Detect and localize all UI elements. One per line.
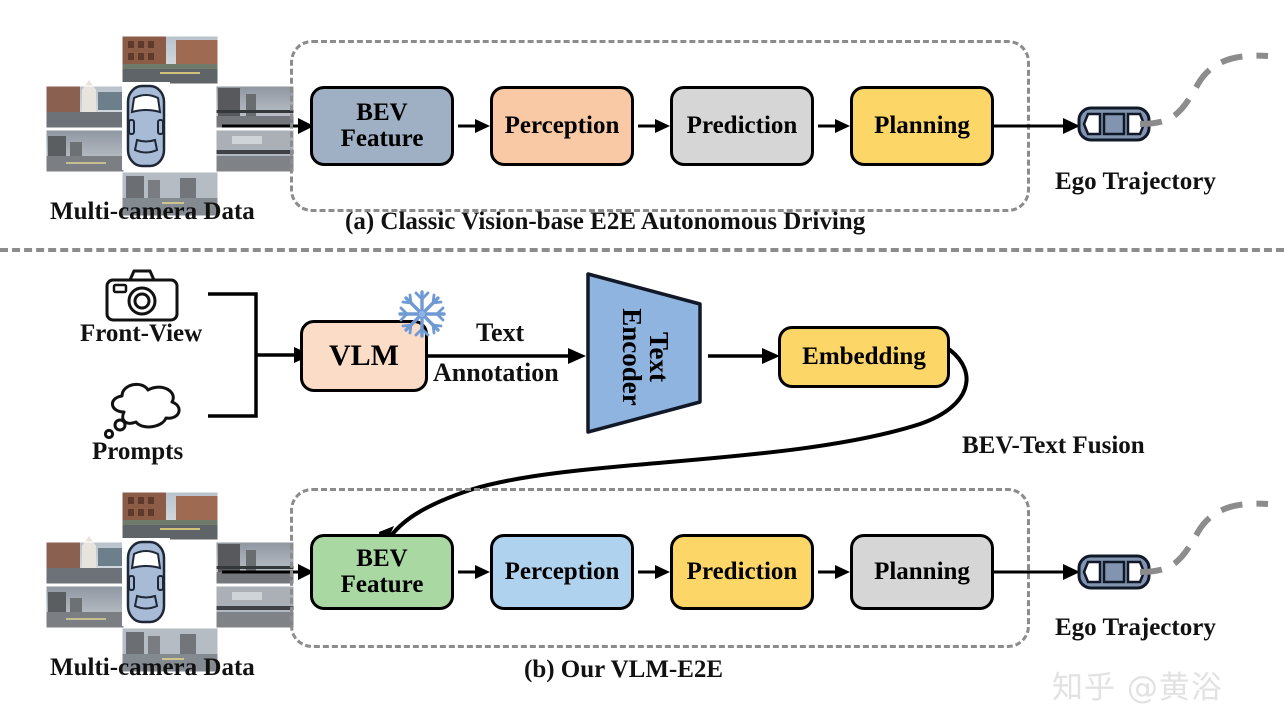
multi-camera-data-label-bottom: Multi-camera Data (50, 654, 255, 681)
prompts-cloud-icon (96, 378, 190, 440)
ego-trajectory-label-bottom: Ego Trajectory (1055, 614, 1216, 641)
panel-divider (0, 248, 1284, 252)
panel-b-box-bev-feature-line2: Feature (340, 571, 424, 598)
arrow-perception-to-prediction-top (638, 112, 670, 140)
panel-b-box-planning-label: Planning (874, 557, 970, 585)
panel-a-box-planning[interactable]: Planning (850, 86, 994, 166)
ego-trajectory-curve-bottom (1140, 486, 1284, 598)
arrow-input-to-bev-top (222, 112, 314, 140)
front-view-label: Front-View (80, 320, 203, 347)
embedding-box[interactable]: Embedding (778, 326, 950, 388)
panel-b-box-prediction-label: Prediction (686, 557, 798, 585)
snowflake-icon (396, 288, 448, 340)
vlm-box[interactable]: VLM (300, 320, 428, 392)
panel-a-box-perception-label: Perception (504, 111, 620, 139)
text-annotation-label-line2: Annotation (433, 358, 559, 387)
panel-a-box-prediction[interactable]: Prediction (670, 86, 814, 166)
arrow-perception-to-prediction-bottom (638, 558, 670, 586)
panel-b-box-perception-label: Perception (504, 557, 620, 585)
camera-image-rear-top (122, 172, 218, 216)
ego-vehicle-top (1076, 96, 1154, 152)
panel-a-box-planning-label: Planning (874, 111, 970, 139)
panel-b-box-perception[interactable]: Perception (490, 534, 634, 610)
bev-text-fusion-label: BEV-Text Fusion (962, 432, 1145, 459)
multi-camera-rig-top (46, 36, 294, 184)
arrow-prediction-to-planning-bottom (818, 558, 850, 586)
ego-trajectory-curve-top (1140, 40, 1284, 152)
multi-camera-rig-bottom (46, 492, 294, 640)
prompts-label: Prompts (92, 438, 184, 465)
camera-image-rear-bottom (122, 628, 218, 672)
arrow-text-encoder-to-embedding (708, 342, 780, 370)
camera-icon (104, 266, 180, 324)
arrow-input-to-bev-bottom (222, 558, 314, 586)
arrow-bev-to-perception-bottom (458, 558, 490, 586)
panel-a-box-perception[interactable]: Perception (490, 86, 634, 166)
embedding-box-label: Embedding (802, 342, 926, 370)
panel-b-box-prediction[interactable]: Prediction (670, 534, 814, 610)
panel-b-pipeline-container (290, 488, 1030, 648)
arrow-planning-to-ego-bottom (994, 558, 1080, 586)
car-side-glyph-top (1077, 106, 1151, 142)
text-annotation-label-line1: Text (476, 318, 525, 347)
panel-b-box-planning[interactable]: Planning (850, 534, 994, 610)
panel-a-caption: (a) Classic Vision-base E2E Autonomous D… (345, 208, 866, 235)
arrow-bev-to-perception-top (458, 112, 490, 140)
text-encoder-trapezoid (586, 272, 702, 434)
multi-camera-images-bottom (46, 492, 294, 629)
ego-car-topdown-icon-top (122, 82, 170, 170)
panel-b-caption: (b) Our VLM-E2E (524, 656, 724, 683)
ego-car-topdown-icon-bottom (122, 538, 170, 626)
ego-vehicle-bottom (1076, 544, 1154, 600)
vlm-box-label: VLM (329, 339, 399, 373)
car-side-glyph-bottom (1077, 554, 1151, 590)
multi-camera-images-top (46, 36, 294, 173)
watermark: 知乎 @黄浴 (1052, 670, 1223, 706)
text-encoder-block[interactable]: Text Encoder (582, 268, 710, 438)
multi-camera-data-label-top: Multi-camera Data (50, 198, 255, 225)
panel-a-box-bev-feature-line2: Feature (340, 125, 424, 152)
panel-b-box-bev-feature-line1: BEV (356, 544, 408, 572)
car-topdown-glyph (126, 84, 166, 168)
arrow-planning-to-ego-top (994, 112, 1080, 140)
panel-b-box-bev-feature[interactable]: BEV Feature (310, 534, 454, 610)
panel-a-box-bev-feature[interactable]: BEV Feature (310, 86, 454, 166)
panel-a-box-bev-feature-line1: BEV (356, 98, 408, 126)
panel-a-box-prediction-label: Prediction (686, 111, 798, 139)
arrow-vlm-to-text-encoder (428, 342, 586, 370)
ego-trajectory-label-top: Ego Trajectory (1055, 168, 1216, 195)
arrow-prediction-to-planning-top (818, 112, 850, 140)
